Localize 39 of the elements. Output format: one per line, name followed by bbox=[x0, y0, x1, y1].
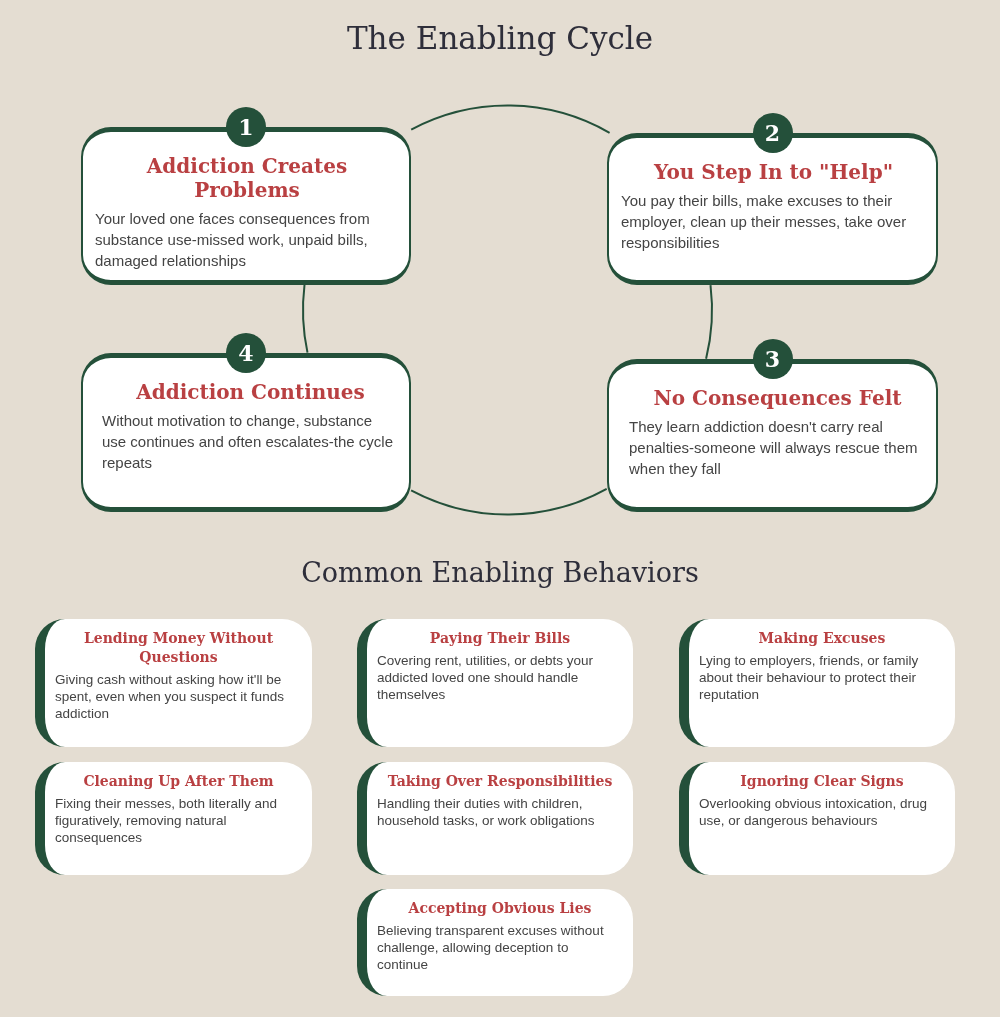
cycle-connector-arc bbox=[705, 284, 713, 360]
behavior-card bbox=[35, 762, 312, 875]
step-heading: Addiction Continues bbox=[135, 380, 366, 404]
behavior-heading: Paying Their Bills bbox=[428, 629, 572, 648]
step-description: Your loved one faces consequences from substance use-missed work, unpaid bills, damaged relationships bbox=[95, 209, 371, 271]
behavior-description: Handling their duties with children, household tasks, or work obligations bbox=[377, 795, 596, 829]
step-number-badge: 3 bbox=[752, 339, 793, 379]
behavior-description: Believing transparent excuses without challenge, allowing deception to continue bbox=[377, 922, 605, 973]
behavior-card bbox=[679, 619, 955, 747]
step-heading: You Step In to "Help" bbox=[652, 160, 895, 184]
title: The Enabling Cycle bbox=[345, 20, 655, 56]
behavior-description: Lying to employers, friends, or family about their behaviour to protect their reputation bbox=[699, 652, 920, 703]
behavior-description: Giving cash without asking how it'll be spent, even when you suspect it funds addiction bbox=[55, 671, 285, 722]
step-number-badge: 1 bbox=[226, 107, 266, 147]
behavior-heading: Making Excuses bbox=[757, 629, 887, 648]
step-heading: No Consequences Felt bbox=[652, 386, 903, 410]
step-number-badge: 4 bbox=[226, 333, 266, 373]
step-heading: Addiction Creates Problems bbox=[145, 154, 349, 202]
behavior-heading: Cleaning Up After Them bbox=[82, 772, 275, 791]
behavior-heading: Lending Money Without Questions bbox=[82, 629, 275, 667]
step-number-badge: 2 bbox=[752, 113, 793, 153]
behavior-description: Overlooking obvious intoxication, drug use, or dangerous behaviours bbox=[699, 795, 929, 829]
step-description: You pay their bills, make excuses to their employer, clean up their messes, take over responsibilities bbox=[621, 191, 908, 253]
step-description: They learn addiction doesn't carry real penalties-someone will always rescue them when they fall bbox=[629, 417, 919, 479]
behavior-card bbox=[357, 619, 633, 747]
behavior-card bbox=[357, 889, 633, 996]
cycle-connector-arc bbox=[410, 104, 611, 134]
cycle-connector-arc bbox=[302, 284, 309, 354]
behavior-heading: Accepting Obvious Lies bbox=[407, 899, 593, 918]
cycle-connector-arc bbox=[410, 487, 608, 516]
step-description: Without motivation to change, substance use continues and often escalates-the cycle repeats bbox=[102, 411, 394, 473]
behavior-card bbox=[679, 762, 955, 875]
behavior-card bbox=[357, 762, 633, 875]
behavior-heading: Ignoring Clear Signs bbox=[739, 772, 905, 791]
section-heading: Common Enabling Behaviors bbox=[300, 557, 700, 588]
behavior-description: Fixing their messes, both literally and figuratively, removing natural consequences bbox=[55, 795, 279, 846]
behavior-description: Covering rent, utilities, or debts your addicted loved one should handle themselves bbox=[377, 652, 595, 703]
behavior-card bbox=[35, 619, 312, 747]
behavior-heading: Taking Over Responsibilities bbox=[386, 772, 614, 791]
